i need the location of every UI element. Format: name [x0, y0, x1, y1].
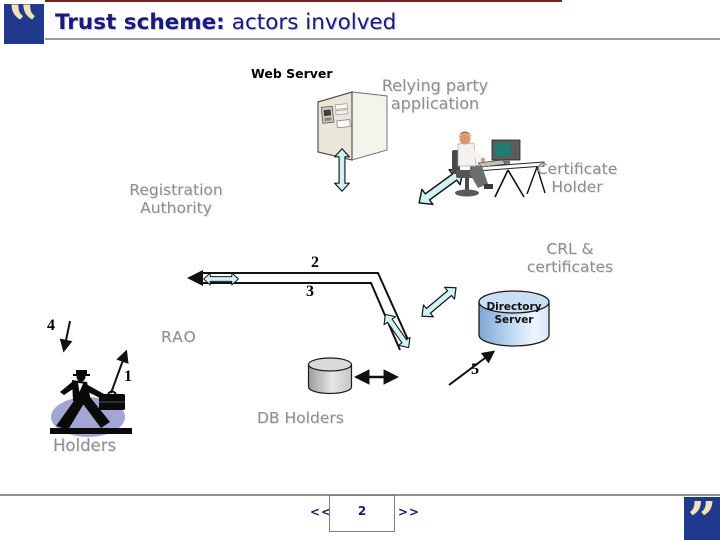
relying-party-label: Relying party application	[370, 77, 500, 113]
registration-authority-label: Registration Authority	[112, 181, 240, 217]
flow-line-2	[199, 272, 410, 343]
open-quote-icon: ‟	[9, 4, 39, 44]
crl-line1: CRL &	[546, 240, 594, 258]
step-3-label: 3	[306, 283, 314, 300]
page-title-regular: actors involved	[231, 10, 397, 35]
page-number-box[interactable]: 2	[329, 495, 395, 532]
web-server-icon	[317, 91, 388, 161]
directory-server-label: Directory Server	[480, 301, 548, 327]
step-2-label: 2	[311, 254, 319, 271]
holders-person-icon	[50, 370, 132, 437]
step-4-arrow	[59, 320, 73, 353]
prev-slide-button[interactable]: <<	[310, 505, 333, 519]
quote-logo-top-left: ‟	[4, 4, 44, 44]
registration-authority-line1: Registration	[129, 181, 223, 199]
next-slide-button[interactable]: >>	[398, 505, 421, 519]
step-1-label: 1	[124, 368, 132, 385]
flow-line-arrowhead	[187, 270, 203, 286]
page-title-bold: Trust scheme:	[55, 10, 225, 35]
quote-logo-bottom-right: ”	[684, 497, 720, 540]
directory-server-line1: Directory	[486, 301, 542, 313]
page-title: Trust scheme:actors involved	[55, 10, 396, 35]
flow-line-3	[199, 282, 401, 351]
relying-party-line2: application	[390, 94, 480, 113]
web-server-label: Web Server	[251, 66, 333, 81]
db-holders-icon	[307, 357, 353, 395]
directory-server-icon	[478, 290, 550, 347]
certificate-holder-icon	[452, 131, 546, 198]
title-underline	[45, 38, 720, 40]
crl-certificates-label: CRL & certificates	[505, 240, 635, 276]
directory-server-line2: Server	[494, 314, 534, 326]
db-holders-label: DB Holders	[257, 409, 344, 427]
crl-line2: certificates	[526, 257, 614, 276]
close-quote-icon: ”	[687, 497, 717, 540]
certificate-holder-line1: Certificate	[536, 160, 618, 178]
certificate-holder-line2: Holder	[551, 177, 603, 196]
registration-authority-line2: Authority	[140, 198, 212, 217]
page-number: 2	[357, 504, 367, 518]
holders-label: Holders	[53, 436, 117, 455]
step-4-label: 4	[47, 317, 55, 334]
registration-authority-double-arrow	[203, 272, 239, 286]
top-accent-line	[45, 0, 562, 2]
certificate-holder-label: Certificate Holder	[522, 160, 632, 196]
step-5-arrow	[448, 350, 496, 386]
step-1-arrow	[110, 349, 129, 394]
step-5-label: 5	[471, 361, 479, 378]
relying-party-line1: Relying party	[381, 76, 489, 95]
rao-label: RAO	[161, 328, 197, 346]
webserver-updown-arrow	[334, 148, 350, 192]
